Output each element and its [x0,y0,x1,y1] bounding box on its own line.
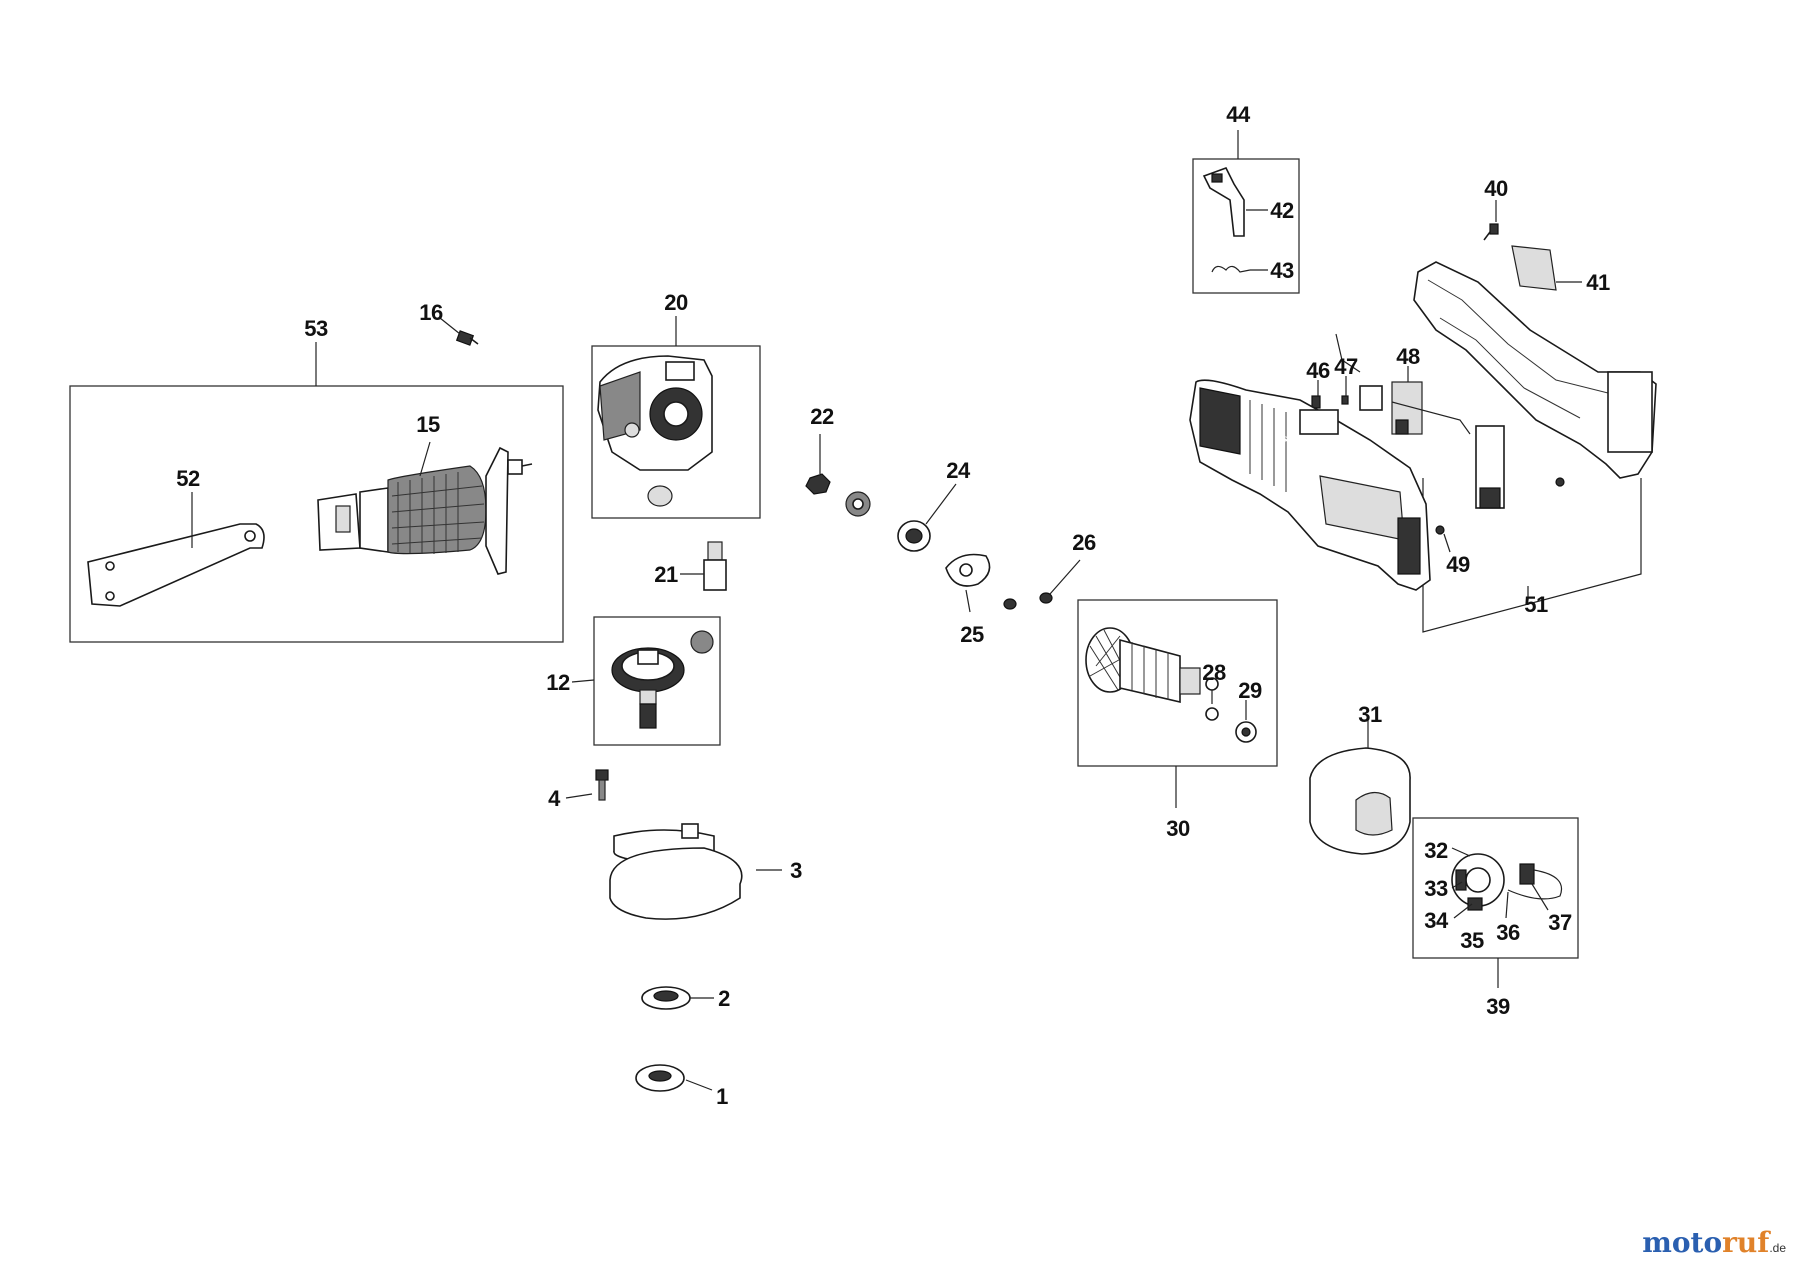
callout-30: 30 [1166,816,1190,841]
part-26-screws [1003,592,1053,610]
callout-49: 49 [1446,552,1470,577]
callout-41: 41 [1586,270,1610,295]
callout-48: 48 [1396,344,1420,369]
part-52-spanner [87,523,265,607]
part-24-bearing [897,520,931,552]
group-box-39 [1412,817,1579,959]
part-3-wheel-guard [609,823,743,920]
part-30-armature [1085,627,1257,743]
leader-15 [419,441,431,477]
leader-37 [1531,883,1549,911]
callout-43: 43 [1270,258,1294,283]
group-box-30 [1077,599,1278,767]
callout-32: 32 [1424,838,1448,863]
part-51-motor-housing [1189,261,1657,591]
leader-1 [685,1079,713,1091]
leader-12 [571,679,595,683]
callout-1: 1 [716,1084,728,1109]
part-42-switch-lever [1202,167,1245,237]
part-31-stator-sleeve [1309,747,1411,855]
callout-24: 24 [946,458,971,483]
brand-name: motoruf [1642,1226,1770,1259]
callout-26: 26 [1072,530,1096,555]
leader-16 [439,317,461,335]
callout-2: 2 [718,986,730,1011]
part-22-nut [805,473,831,495]
brand-tld: .de [1769,1241,1786,1255]
callout-33: 33 [1424,876,1448,901]
part-41-label [1511,245,1557,291]
callout-25: 25 [960,622,984,647]
part-39-brush-assembly [1451,853,1562,911]
callout-36: 36 [1496,920,1520,945]
leader-32 [1451,847,1471,857]
callout-15: 15 [416,412,440,437]
leader-33 [1451,881,1463,889]
callout-52: 52 [176,466,200,491]
callout-40: 40 [1484,176,1508,201]
callout-12: 12 [546,670,570,695]
callout-35: 35 [1460,928,1484,953]
part-4-screw [595,769,609,801]
callout-39: 39 [1486,994,1510,1019]
callout-53: 53 [304,316,328,341]
callout-22: 22 [810,404,834,429]
leader-24 [925,483,957,525]
part-15-side-handle [317,446,533,575]
callout-44: 44 [1226,102,1251,127]
leader-4 [565,793,593,799]
watermark-logo: motoruf.de [1642,1226,1786,1259]
part-21-pin [703,541,727,591]
callout-29: 29 [1238,678,1262,703]
group-box-44 [1192,158,1300,294]
part-small-gear [845,491,871,517]
callout-34: 34 [1424,908,1449,933]
callout-42: 42 [1270,198,1294,223]
callout-16: 16 [419,300,443,325]
group-box-12 [593,616,721,746]
part-40-screw [1483,223,1499,241]
leader-34 [1453,903,1473,919]
part-1-outer-nut [635,1064,685,1092]
callout-51: 51 [1524,592,1548,617]
callout-31: 31 [1358,702,1382,727]
leader-36 [1505,891,1509,919]
callout-21: 21 [654,562,678,587]
callout-28: 28 [1202,660,1226,685]
part-16-screw [455,330,479,346]
leader-25 [965,589,971,613]
callout-47: 47 [1334,354,1358,379]
callout-20: 20 [664,290,688,315]
part-2-inner-flange [641,986,691,1010]
callout-37: 37 [1548,910,1572,935]
part-25-gasket [945,553,991,587]
callout-46: 46 [1306,358,1330,383]
part-12-gear-assembly [611,630,714,729]
leader-26 [1049,559,1081,595]
callout-4: 4 [548,786,561,811]
part-46-47-48-switch [1311,333,1565,535]
part-43-spring [1211,265,1251,273]
callout-3: 3 [790,858,802,883]
part-20-gear-housing [597,355,713,507]
leader-49 [1443,533,1451,553]
